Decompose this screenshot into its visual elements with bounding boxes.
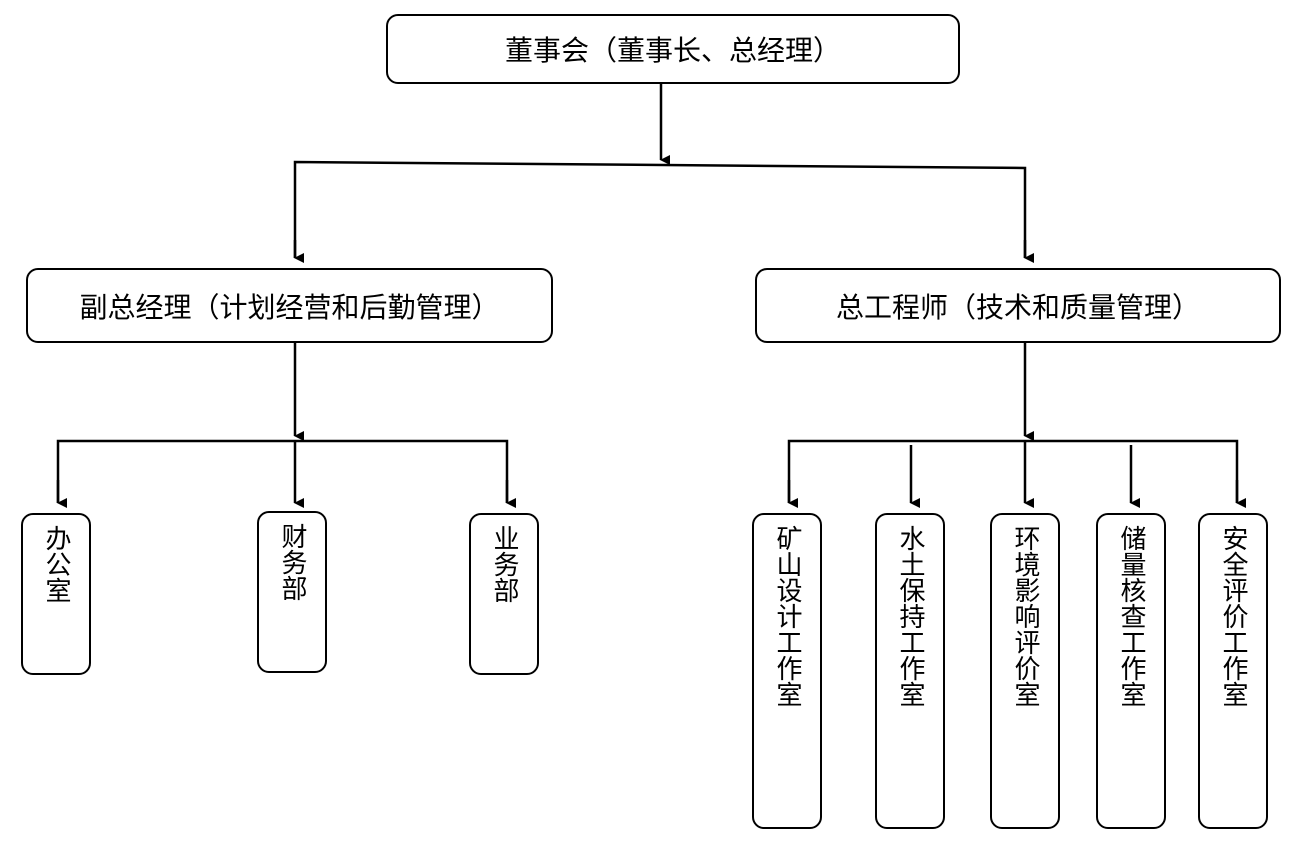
right-branch-label: 总工程师（技术和质量管理） (835, 290, 1200, 324)
left-branch-node: 副总经理（计划经营和后勤管理） (26, 268, 553, 343)
child-business: 业务部 (469, 513, 539, 675)
left-connector (56, 439, 509, 503)
child-finance: 财务部 (257, 511, 327, 673)
top-connector (293, 160, 1027, 258)
child-env-assessment-label: 环境影响评价室 (1010, 525, 1040, 707)
child-mine-design-label: 矿山设计工作室 (772, 525, 802, 707)
child-mine-design: 矿山设计工作室 (752, 513, 822, 829)
child-reserve-check-label: 储量核查工作室 (1116, 525, 1146, 707)
child-safety-assessment-label: 安全评价工作室 (1218, 525, 1248, 707)
child-soil-conservation-label: 水土保持工作室 (895, 525, 925, 707)
child-env-assessment: 环境影响评价室 (990, 513, 1060, 829)
right-branch-node: 总工程师（技术和质量管理） (755, 268, 1281, 343)
child-business-label: 业务部 (489, 525, 519, 603)
root-label: 董事会（董事长、总经理） (504, 34, 841, 67)
child-safety-assessment: 安全评价工作室 (1198, 513, 1268, 829)
right-connector (787, 439, 1239, 503)
child-reserve-check: 储量核查工作室 (1096, 513, 1166, 829)
child-finance-label: 财务部 (277, 523, 307, 601)
left-branch-label: 副总经理（计划经营和后勤管理） (79, 290, 500, 324)
child-office: 办公室 (21, 513, 91, 675)
root-node: 董事会（董事长、总经理） (386, 14, 960, 84)
child-office-label: 办公室 (41, 525, 71, 603)
child-soil-conservation: 水土保持工作室 (875, 513, 945, 829)
